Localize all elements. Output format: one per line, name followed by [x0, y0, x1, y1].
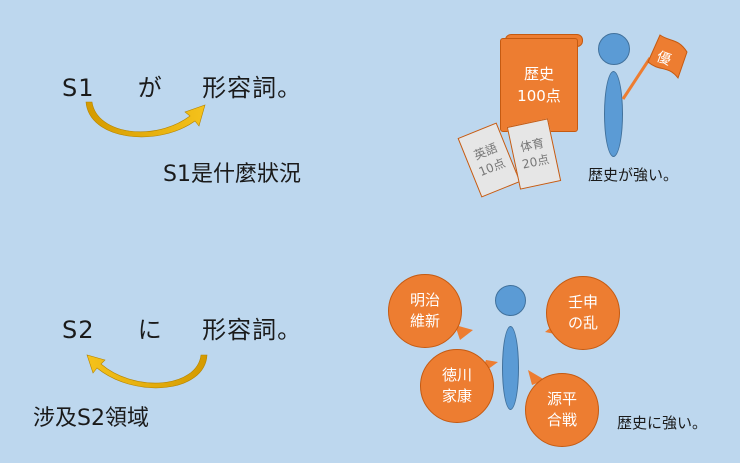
- gloss-s2: 涉及S2領域: [33, 406, 149, 431]
- sentence-ni: S2 に 形容詞。: [62, 310, 302, 345]
- scroll-line1: 歴史: [523, 65, 554, 83]
- person-body-icon: [502, 326, 519, 410]
- bubble-meiji: 明治 維新: [388, 274, 462, 348]
- curved-arrow-left-icon: [86, 354, 208, 389]
- person-head-icon: [598, 33, 630, 65]
- bubble-genpei: 源平 合戦: [525, 373, 599, 447]
- curved-arrow-right-icon: [85, 101, 206, 138]
- bubble-jinshin: 壬申 の乱: [546, 276, 620, 350]
- scroll-line2: 100点: [517, 87, 561, 105]
- subject-s1: S1: [62, 74, 95, 102]
- bubble-tokugawa: 徳川 家康: [420, 349, 494, 423]
- sentence-ga: S1 が 形容詞。: [62, 68, 302, 103]
- particle-ga: が: [137, 74, 163, 102]
- bubble-line2: 家康: [441, 387, 472, 405]
- bubble-line1: 徳川: [441, 366, 472, 384]
- predicate-adjective: 形容詞。: [202, 74, 303, 102]
- gloss-s1: S1是什麼狀況: [163, 162, 301, 187]
- bubble-line2: の乱: [567, 314, 598, 332]
- bubble-line1: 明治: [409, 291, 440, 309]
- bubble-line2: 合戦: [546, 411, 577, 429]
- caption-ni: 歴史に強い。: [617, 414, 708, 432]
- scroll-history-score: 歴史 100点: [500, 38, 578, 132]
- bubble-line2: 維新: [409, 312, 440, 330]
- predicate-adjective: 形容詞。: [202, 316, 303, 344]
- subject-s2: S2: [62, 316, 95, 344]
- person-head-icon: [495, 285, 526, 316]
- caption-ga: 歴史が強い。: [588, 166, 679, 184]
- flag-icon: [621, 34, 688, 100]
- bubble-line1: 源平: [546, 390, 577, 408]
- particle-ni: に: [137, 316, 163, 344]
- bubble-line1: 壬申: [567, 293, 598, 311]
- person-body-icon: [604, 71, 623, 157]
